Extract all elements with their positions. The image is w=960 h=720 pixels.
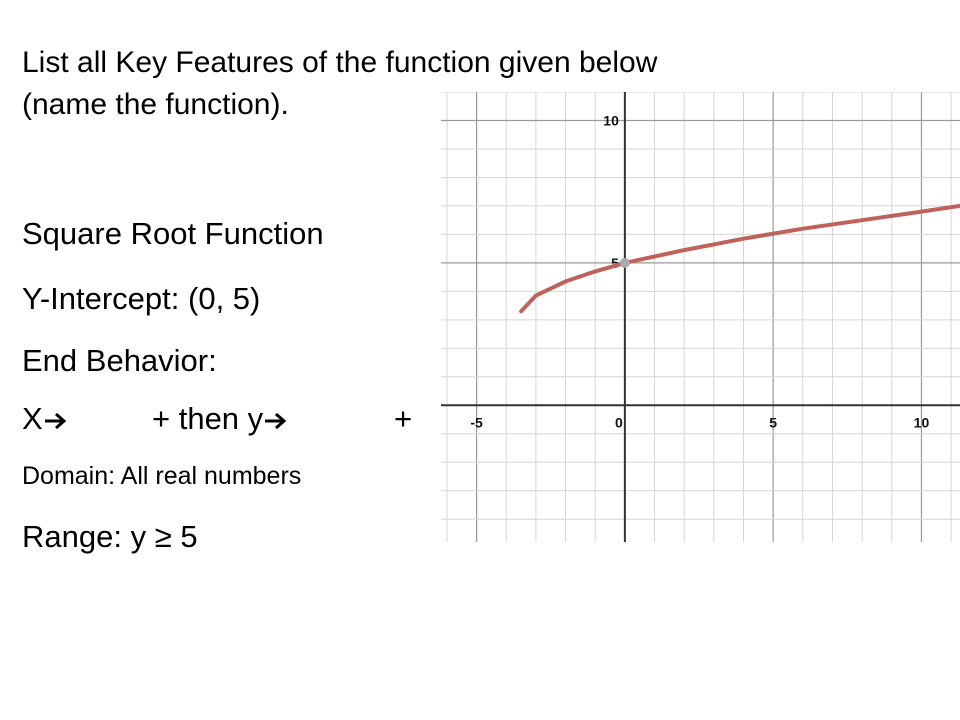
domain-text: Domain: All real numbers bbox=[22, 462, 302, 490]
end-behavior-row: X bbox=[22, 401, 71, 437]
graph-svg: -5 0 5 10 10 5 -5 bbox=[441, 92, 960, 542]
y-tick-label: -5 bbox=[606, 540, 619, 542]
function-name: Square Root Function bbox=[22, 216, 324, 251]
x-tick-label: 0 bbox=[615, 414, 623, 430]
x-tick-label: -5 bbox=[470, 414, 483, 430]
question-line-1: List all Key Features of the function gi… bbox=[22, 46, 658, 79]
end-behavior-label: End Behavior: bbox=[22, 343, 217, 378]
end-behavior-end: + bbox=[394, 401, 413, 436]
y-tick-label: 10 bbox=[603, 112, 619, 128]
range-text: Range: y ≥ 5 bbox=[22, 519, 198, 554]
function-graph: -5 0 5 10 10 5 -5 bbox=[441, 92, 960, 542]
series-line bbox=[519, 203, 960, 314]
end-behavior-mid-row: + then y bbox=[152, 401, 291, 437]
y-intercept-point bbox=[619, 257, 630, 268]
end-behavior-x: X bbox=[22, 401, 43, 436]
x-tick-label: 10 bbox=[914, 414, 930, 430]
right-arrow-icon bbox=[263, 411, 289, 431]
y-intercept: Y-Intercept: (0, 5) bbox=[22, 281, 261, 316]
end-behavior-mid: + then y bbox=[152, 401, 264, 436]
y-tick-label: 5 bbox=[611, 255, 619, 271]
question-text: List all Key Features of the function gi… bbox=[22, 42, 872, 126]
right-arrow-icon bbox=[43, 411, 69, 431]
question-line-2: (name the function). bbox=[22, 88, 289, 121]
x-tick-label: 5 bbox=[769, 414, 777, 430]
